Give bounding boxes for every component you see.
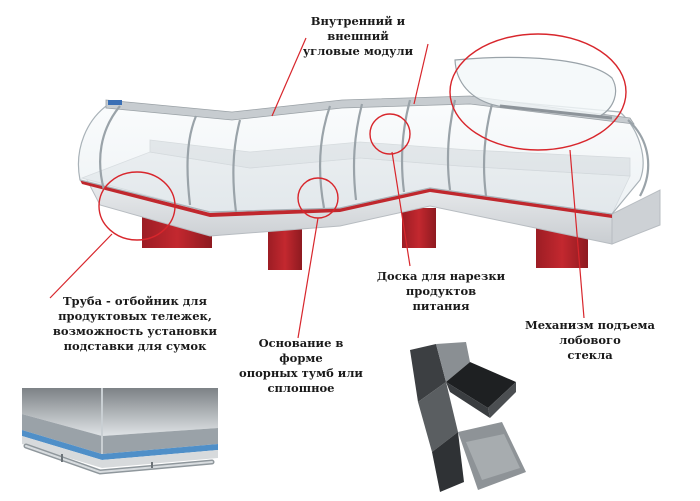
label-bumper-pipe: Труба - отбойник для продуктовых тележек… bbox=[52, 294, 218, 353]
label-corner-modules: Внутренний и внешний угловые модули bbox=[302, 14, 414, 58]
glass-frames bbox=[99, 99, 650, 213]
callout-ellipses bbox=[98, 33, 627, 241]
callout-ellipse-bumper bbox=[98, 171, 176, 241]
brand-badge bbox=[108, 100, 122, 105]
lifted-glass-panel bbox=[454, 56, 617, 117]
label-cutting-board: Доска для нарезки продуктов питания bbox=[376, 269, 506, 313]
callout-ellipse-glass-lift bbox=[449, 33, 627, 151]
support-leg bbox=[402, 208, 436, 248]
leader-glass-lift bbox=[569, 149, 585, 319]
glass-hinge-bar bbox=[499, 104, 613, 120]
support-leg bbox=[268, 224, 302, 270]
leader-bumper bbox=[49, 233, 113, 299]
leader-board bbox=[391, 151, 411, 267]
bumper-detail-photo bbox=[22, 388, 218, 488]
callout-ellipse-corner bbox=[369, 113, 411, 155]
leader-corner-b bbox=[413, 43, 429, 105]
leader-base bbox=[297, 217, 319, 339]
front-glass bbox=[77, 97, 644, 215]
label-glass-lift: Механизм подъема лобового стекла bbox=[525, 318, 655, 362]
label-base: Основание в форме опорных тумб или сплош… bbox=[239, 336, 363, 395]
leader-corner-a bbox=[271, 37, 307, 117]
callout-lines bbox=[49, 37, 585, 339]
cutting-board-detail-photo bbox=[406, 342, 531, 494]
